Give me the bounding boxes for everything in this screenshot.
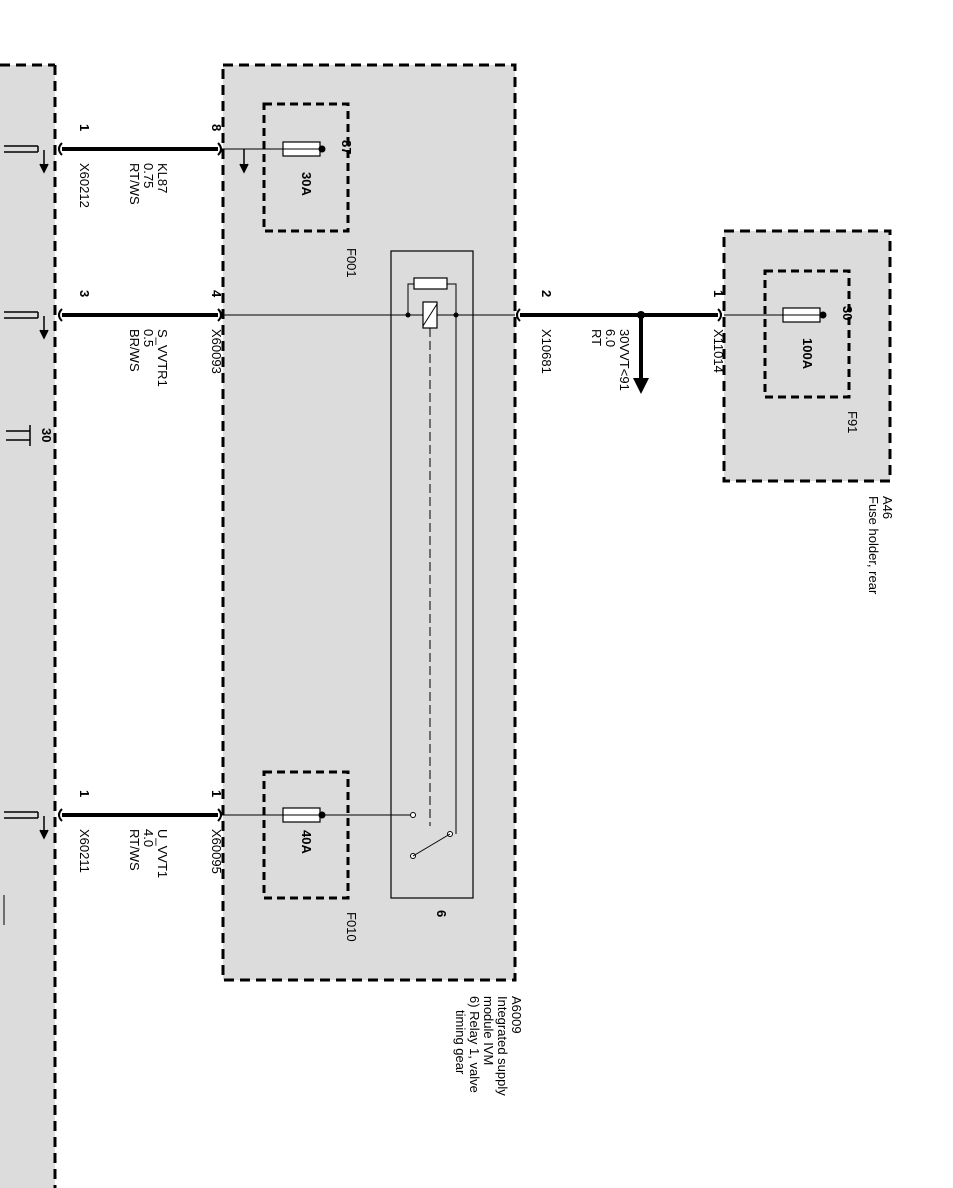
fuse-f001-box	[262, 102, 350, 233]
connector-end-icon	[58, 808, 63, 822]
left-module: 30	[0, 63, 57, 1188]
fuse-name: F001	[344, 248, 359, 278]
left-module-body	[0, 65, 55, 1188]
wire-gauge: 0.75	[141, 163, 156, 188]
fuse-holder-designation: A46	[880, 496, 895, 519]
fuse-terminal-label: 87	[339, 140, 354, 154]
ivm-description-line: 6) Relay 1, valve	[467, 996, 482, 1093]
wires	[58, 142, 783, 822]
ivm-description-line: module IVM	[481, 996, 496, 1065]
wire-gauge: 0.5	[141, 329, 156, 347]
connector-label: X10681	[539, 329, 554, 374]
wire-color: BR/WS	[127, 329, 142, 372]
relay-box	[390, 250, 474, 899]
switch-lever	[412, 833, 451, 857]
fuse-name: F010	[344, 912, 359, 942]
fuse-terminal-dot	[318, 811, 326, 819]
fuse-holder-body	[722, 229, 892, 483]
connector-label: X11014	[711, 329, 726, 373]
wire-signal: 30VVT<91	[617, 329, 632, 391]
fuse-rating: 100A	[800, 338, 815, 370]
relay-number: 6	[434, 910, 449, 917]
resistor-icon	[413, 277, 448, 290]
pin-label: 2	[539, 290, 554, 297]
plug-icon	[4, 811, 39, 819]
connector-end-icon	[516, 308, 521, 322]
fuse-terminal-label: 30	[840, 306, 855, 320]
ground-arrow-icon	[39, 316, 49, 340]
branch-arrow-icon	[633, 378, 649, 394]
fuse-terminal-dot	[318, 145, 326, 153]
wire-signal: U_VVT1	[155, 829, 170, 878]
connector-label: X60211	[77, 829, 92, 873]
fuse-holder-description: Fuse holder, rear	[866, 496, 881, 595]
ground-arrow-icon	[39, 150, 49, 174]
connector-end-icon	[58, 142, 63, 156]
pin-label: 8	[209, 124, 224, 131]
junction-dot	[405, 312, 411, 318]
wire-signal: S_VVTR1	[155, 329, 170, 387]
fuse-f91-box	[763, 269, 851, 399]
connector-label: X60095	[209, 829, 224, 874]
fuse-holder	[722, 229, 892, 483]
wire-gauge: 6.0	[603, 329, 618, 347]
wire-color: RT/WS	[127, 829, 142, 871]
connector-label: X60093	[209, 329, 224, 374]
relay	[405, 277, 459, 859]
ground-arrow-icon	[39, 816, 49, 840]
pin-label: 3	[77, 290, 92, 297]
ivm-description-line: timing gear	[453, 1010, 468, 1075]
ivm-description-line: Integrated supply	[495, 996, 510, 1096]
ivm-module	[221, 63, 517, 982]
connector-end-icon	[217, 808, 222, 822]
fuse-terminal-dot	[819, 311, 827, 319]
fuses	[282, 141, 827, 823]
relay-coil-diagonal	[422, 303, 438, 327]
pin-label: 1	[77, 124, 92, 131]
wire-signal: KL87	[155, 163, 170, 193]
wire-color: RT	[589, 329, 604, 346]
labels: 1 3 1 X60212 X60211 KL87 0.75 RT/WS S_VV…	[77, 124, 895, 1096]
plug-icon	[4, 145, 39, 153]
fuse-rating: 40A	[299, 830, 314, 854]
pin-label: 1	[77, 790, 92, 797]
connector-end-icon	[717, 308, 722, 322]
ivm-designation: A6009	[509, 996, 524, 1034]
fuse-rating: 30A	[299, 172, 314, 196]
terminal-30-label: 30	[39, 428, 54, 442]
plug-icon	[4, 311, 39, 319]
switch-contact	[410, 812, 416, 818]
pin-label: 1	[711, 290, 726, 297]
wire-color: RT/WS	[127, 163, 142, 205]
connector-label: X60212	[77, 163, 92, 208]
ground-arrow-icon	[239, 149, 249, 174]
wire-gauge: 4.0	[141, 829, 156, 847]
terminal-30-icon	[6, 425, 31, 446]
pin-label: 1	[209, 790, 224, 797]
connector-end-icon	[58, 308, 63, 322]
connector-end-icon	[217, 142, 222, 156]
junction-dot	[637, 311, 645, 319]
pin-label: 4	[209, 290, 224, 298]
fuse-f010-box	[262, 770, 350, 900]
fuse-name: F91	[845, 411, 860, 433]
resistor-leads	[407, 283, 457, 315]
connector-end-icon	[217, 308, 222, 322]
